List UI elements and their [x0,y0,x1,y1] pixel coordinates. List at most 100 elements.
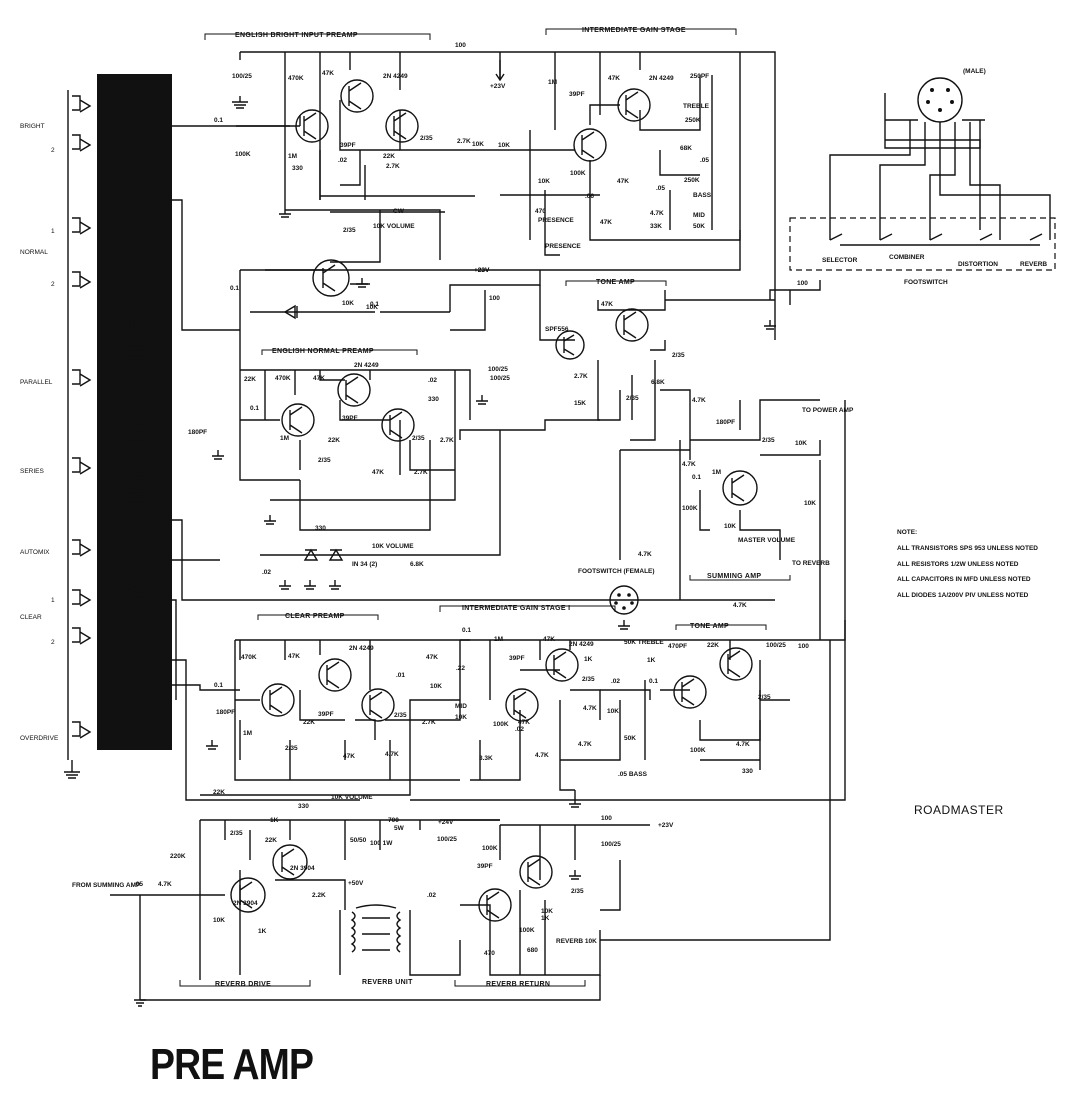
jack-bright-2[interactable]: 2 [51,134,92,154]
footswitch-male-connector[interactable] [917,77,963,123]
component-value: 2N 4249 [649,75,674,82]
component-value: 2.7K [422,719,436,726]
supply-label: +23V [658,822,674,829]
section-clear-preamp: CLEAR PREAMP [285,613,345,620]
component-value: 2/35 [420,135,433,142]
component-value: 10K [366,304,378,311]
transistor-reverb-drive-q2 [272,844,308,880]
component-value: 33K [650,223,662,230]
transistor-clear-q1 [261,683,295,717]
component-value: 22K [265,837,277,844]
jack-label: 2 [51,281,55,288]
component-value: 100 [797,280,808,287]
component-value: 0.1 [214,682,223,689]
component-value: 2.7K [457,138,471,145]
component-value: 47K [617,178,629,185]
component-value: 4.7K [535,752,549,759]
supply-label: +24V [438,819,454,826]
component-value: 330 [315,525,326,532]
component-value: 50K [693,223,705,230]
component-value: 22K [707,642,719,649]
component-value: 47K [608,75,620,82]
jack-bright[interactable]: BRIGHT [20,95,92,130]
component-value: 2N 3904 [233,900,258,907]
transistor-gain-q1 [573,128,607,162]
supply-label: +50V [348,880,364,887]
component-value: 100/25 [437,836,457,843]
component-value: 2N 4249 [354,362,379,369]
transistor-normal-q1 [281,403,315,437]
component-value: .06 [585,193,594,200]
jack-label: 2 [51,147,55,154]
jack-clear-1[interactable]: 1 [51,589,92,607]
footswitch-female-connector[interactable]: FOOTSWITCH (FEMALE) [578,568,655,615]
component-value: 2/35 [626,395,639,402]
transistor-reverb-return-q1 [478,888,512,922]
component-value: 50K [624,735,636,742]
component-value: 470 [535,208,546,215]
jack-label: 2 [51,639,55,646]
component-value: 47K [372,469,384,476]
component-value: 2N 3904 [290,865,315,872]
component-value: 100/25 [490,375,510,382]
to-reverb: TO REVERB [792,560,830,567]
jack-parallel[interactable]: PARALLEL [20,369,92,387]
jack-normal-1[interactable]: 1 [51,217,92,235]
component-value: 2/35 [672,352,685,359]
jack-clear-2[interactable]: 2 [51,627,92,646]
component-value: 250K [685,117,701,124]
notes-block: NOTE: ALL TRANSISTORS SPS 953 UNLESS NOT… [897,529,1038,599]
transistor-clear-q2 [318,658,352,692]
component-value: 39PF [340,142,356,149]
component-value: 100K [690,747,706,754]
component-value: 2N 4249 [569,641,594,648]
transistor-normal-q3 [381,408,415,442]
footswitch-combiner: COMBINER [889,254,925,261]
jack-automix[interactable]: AUTOMIX [20,539,92,557]
supply-label: +23V [474,267,490,274]
component-value: 39PF [342,415,358,422]
transistor-gain-q2 [617,88,651,122]
jack-overdrive[interactable]: OVERDRIVE [20,721,92,742]
component-value: 2/35 [343,227,356,234]
component-value: 100/25 [488,366,508,373]
jack-label: OVERDRIVE [20,735,59,742]
module-wiring [172,125,775,801]
component-value: 47K [518,719,530,726]
component-value: 180PF [716,419,735,426]
jack-label: BRIGHT [20,123,45,130]
jack-normal-2[interactable]: 2 [51,271,92,289]
component-value: 39PF [477,863,493,870]
note-line: ALL DIODES 1A/200V PIV UNLESS NOTED [897,592,1029,599]
from-summing: FROM SUMMING AMP [72,882,141,889]
component-value: 100K [519,927,535,934]
component-value: 10K VOLUME [372,543,414,550]
component-value: 22K [244,376,256,383]
model-name: ROADMASTER [914,803,1004,817]
component-value: 4.7K [385,751,399,758]
component-value: 1K [541,915,550,922]
component-value: 1M [288,153,297,160]
component-value: 15K [574,400,586,407]
footswitch-selector: SELECTOR [822,257,858,264]
component-value: 50/50 [350,837,367,844]
component-value: 250PF [690,73,709,80]
jack-series[interactable]: SERIES [20,457,92,475]
reverb-transformer [350,904,402,953]
transistor-reverb-drive-q1 [230,877,266,913]
component-value: 1K [584,656,593,663]
transistor-tone-fet [555,330,585,360]
component-value: 1K [647,657,656,664]
component-value: 470K [288,75,304,82]
note-line: ALL RESISTORS 1/2W UNLESS NOTED [897,561,1019,568]
component-value: .02 [428,377,437,384]
component-value: 4.7K [578,741,592,748]
component-value: 0.1 [214,117,223,124]
component-value: .02 [427,892,436,899]
component-value: 470K [275,375,291,382]
component-value: 10K [804,500,816,507]
component-value: 10K [455,714,467,721]
switching-module-label: SWITCHING MODULE [121,315,152,620]
component-value: 180PF [188,429,207,436]
notes-heading: NOTE: [897,529,917,536]
